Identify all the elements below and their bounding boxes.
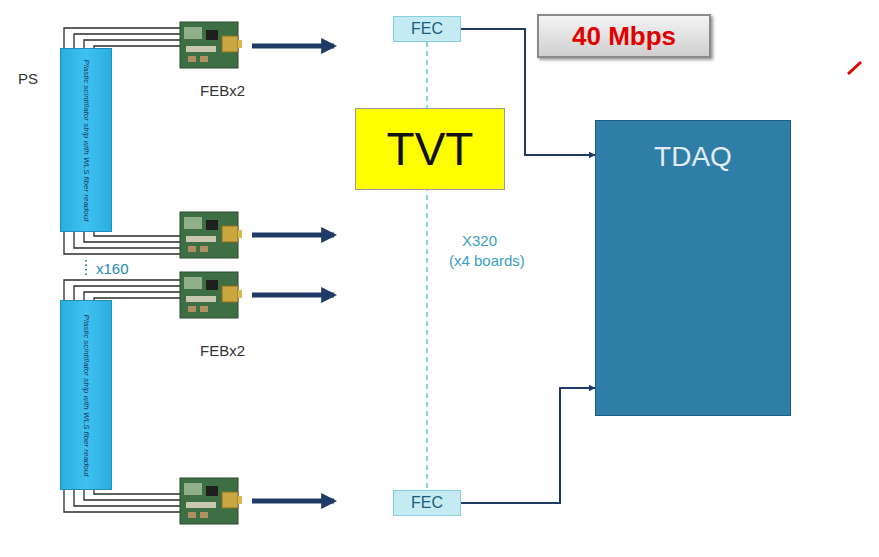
- node-text: Plastic scintillator strip with WLS fibe…: [82, 52, 91, 228]
- fec-box: FEC: [393, 490, 461, 516]
- fec-box: FEC: [393, 16, 461, 42]
- diagram-label: PS: [18, 70, 38, 87]
- scintillator-strip: Plastic scintillator strip with WLS fibe…: [60, 48, 112, 232]
- node-text: FEC: [411, 20, 443, 38]
- pcb-board: [180, 22, 242, 68]
- tdaq-box: TDAQ: [595, 120, 791, 416]
- scintillator-strip: Plastic scintillator strip with WLS fibe…: [60, 300, 112, 490]
- node-text: 40 Mbps: [572, 21, 676, 52]
- node-text: Plastic scintillator strip with WLS fibe…: [82, 307, 91, 483]
- diagram-label: X320: [462, 232, 497, 249]
- pcb-board: [180, 212, 242, 258]
- diagram-label: (x4 boards): [449, 252, 525, 269]
- pcb-board: [180, 478, 242, 524]
- connector: [461, 388, 595, 503]
- tvt-box: TVT: [355, 108, 505, 190]
- diagram-label: x160: [96, 260, 129, 277]
- dotted-line: [85, 260, 87, 276]
- pcb-board: [180, 272, 242, 318]
- thick-arrows: [252, 46, 334, 501]
- diagram-label: FEBx2: [200, 82, 245, 99]
- red-slash: [848, 62, 861, 74]
- node-text: TVT: [387, 122, 474, 176]
- node-text: TDAQ: [654, 141, 732, 173]
- node-text: FEC: [411, 494, 443, 512]
- diagram-label: FEBx2: [200, 342, 245, 359]
- rate-badge: 40 Mbps: [537, 14, 711, 58]
